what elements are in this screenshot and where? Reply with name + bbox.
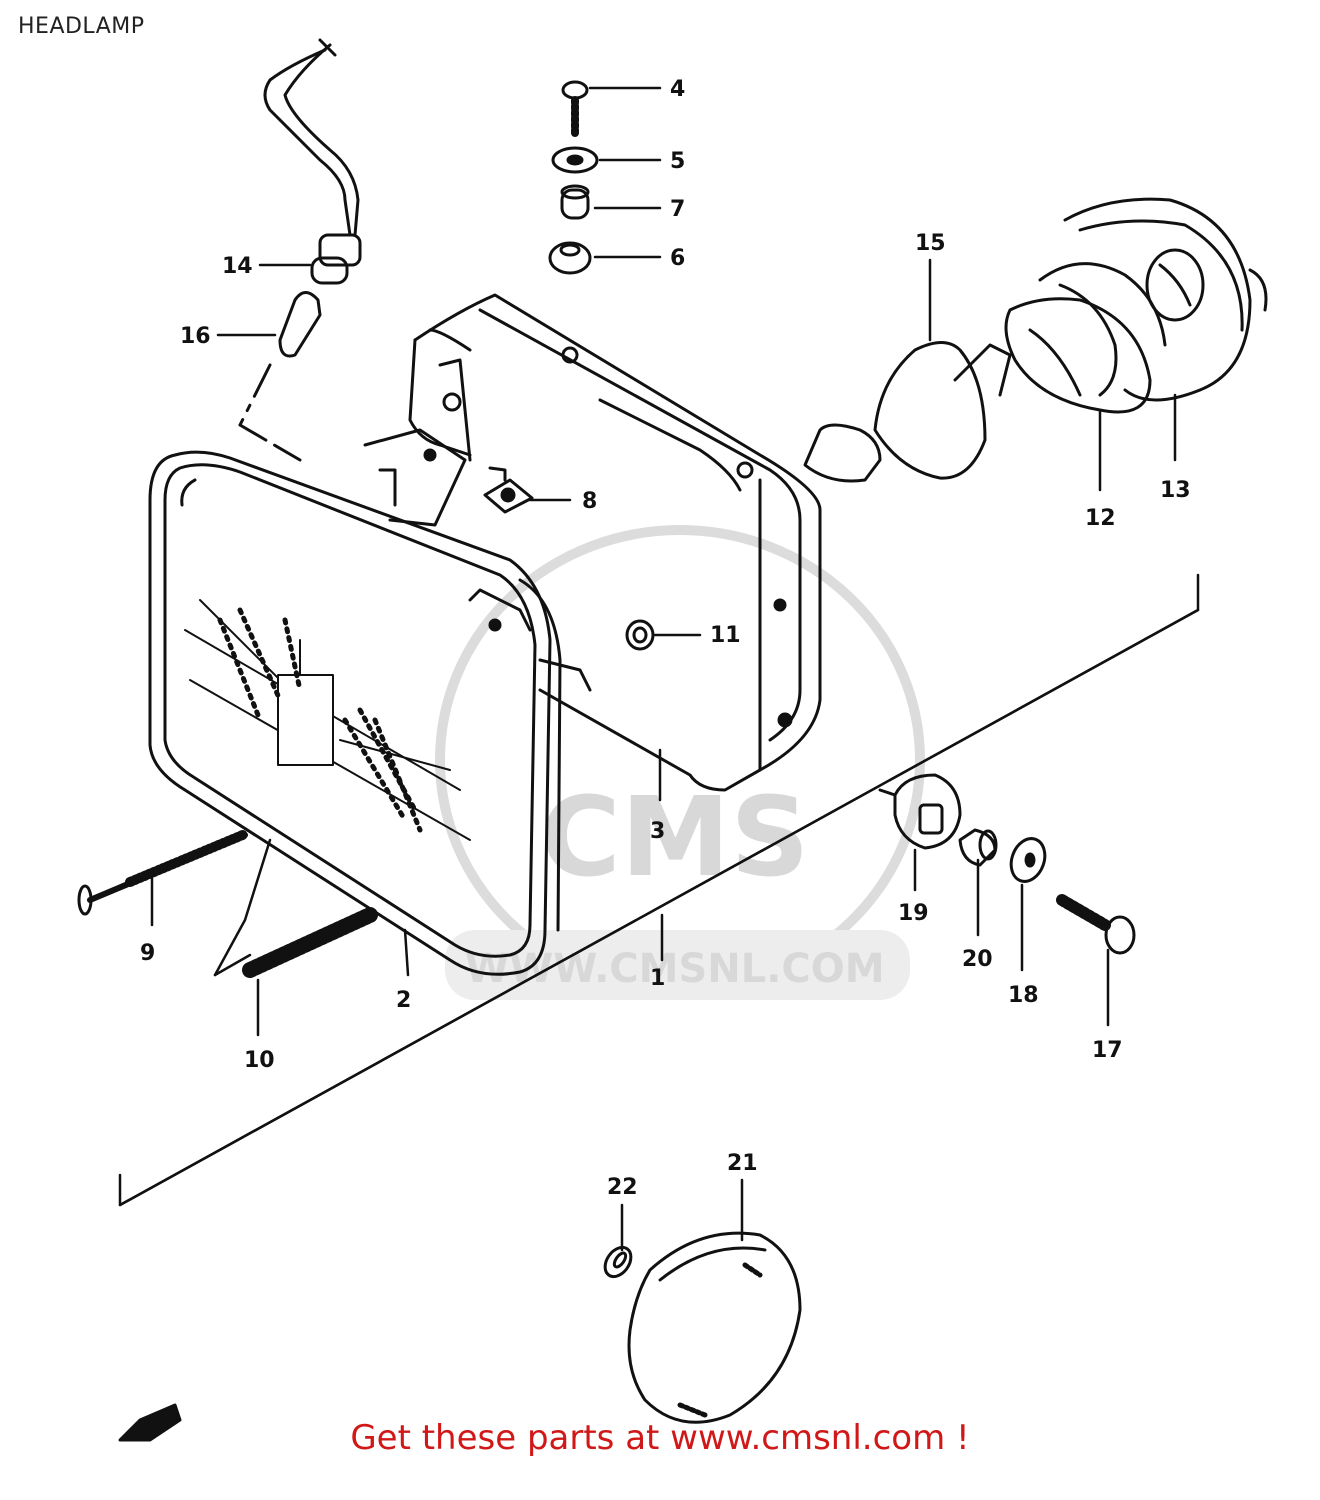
pilot-bulb — [238, 291, 322, 462]
part-label-2: 2 — [396, 988, 411, 1013]
assembly-outline — [118, 573, 1200, 1207]
adjust-screw — [77, 829, 250, 916]
small-fasteners — [483, 466, 655, 651]
part-label-8: 8 — [582, 489, 597, 514]
part-label-9: 9 — [140, 941, 155, 966]
position-socket — [878, 773, 962, 850]
part-label-13: 13 — [1160, 478, 1191, 503]
part-label-14: 14 — [222, 254, 253, 279]
part-label-12: 12 — [1085, 506, 1116, 531]
h4-bulb — [803, 341, 1012, 483]
screw-stack — [548, 80, 599, 275]
leader-lines — [150, 86, 1177, 1252]
page-title: HEADLAMP — [18, 14, 145, 39]
bulb-socket-ring — [1004, 262, 1167, 414]
front-direction-arrow-icon — [118, 1403, 182, 1442]
adjust-spring — [242, 907, 378, 978]
watermark-url: WWW.CMSNL.COM — [465, 946, 885, 992]
headlamp-housing — [363, 293, 822, 792]
part-label-21: 21 — [727, 1151, 758, 1176]
washer — [1009, 837, 1047, 883]
part-label-22: 22 — [607, 1175, 638, 1200]
part-label-16: 16 — [180, 324, 211, 349]
reflector-grommet — [603, 1245, 633, 1279]
pointer-screw-lens — [213, 838, 272, 977]
part-label-6: 6 — [670, 246, 685, 271]
headlamp-lens — [148, 450, 562, 976]
part-label-17: 17 — [1092, 1038, 1123, 1063]
part-label-15: 15 — [915, 231, 946, 256]
part-label-11: 11 — [710, 623, 741, 648]
part-label-5: 5 — [670, 149, 685, 174]
part-label-3: 3 — [650, 819, 665, 844]
part-label-18: 18 — [1008, 983, 1039, 1008]
reflector — [627, 1231, 802, 1424]
part-label-7: 7 — [670, 197, 685, 222]
part-label-1: 1 — [650, 966, 665, 991]
footer-link[interactable]: Get these parts at www.cmsnl.com ! — [350, 1418, 970, 1458]
cms-watermark: CMS WWW.CMSNL.COM — [435, 525, 925, 1000]
position-bulb — [958, 828, 998, 867]
socket-wire — [263, 38, 362, 285]
watermark-brand: CMS — [540, 773, 809, 901]
socket-cover — [1063, 197, 1268, 402]
part-label-19: 19 — [898, 901, 929, 926]
mounting-screw — [1056, 894, 1136, 955]
part-label-20: 20 — [962, 947, 993, 972]
part-label-10: 10 — [244, 1048, 275, 1073]
part-label-4: 4 — [670, 77, 685, 102]
